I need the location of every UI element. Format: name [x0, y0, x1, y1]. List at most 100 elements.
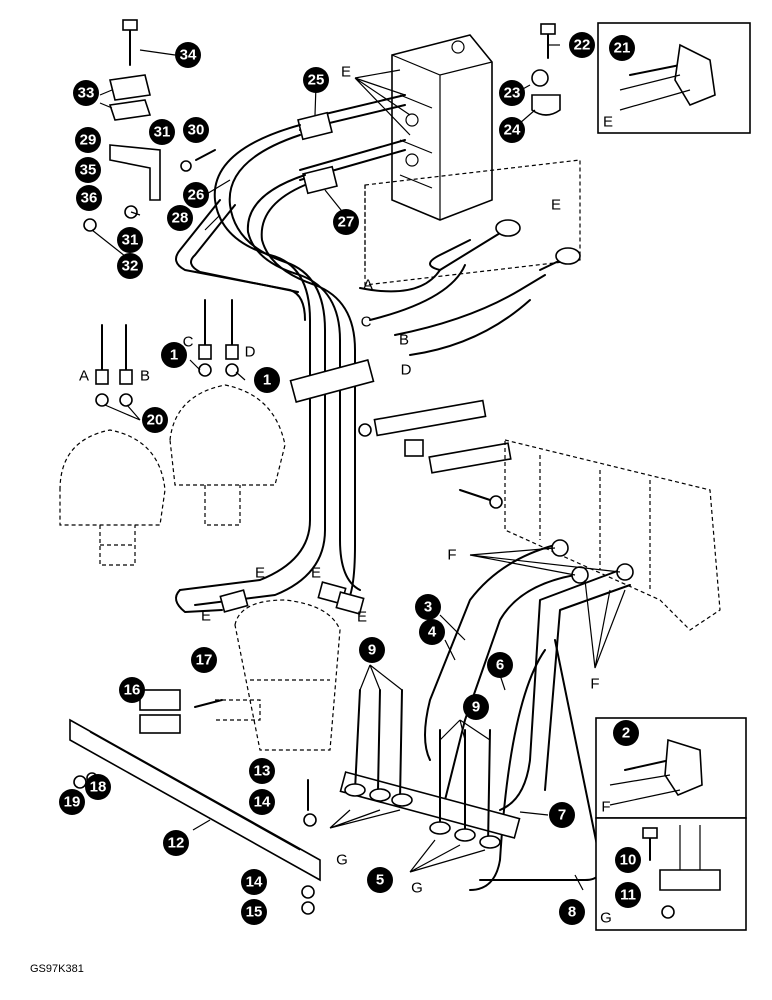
callout-14a: 14	[249, 789, 275, 815]
letter-g-2: G	[411, 880, 423, 897]
callout-28: 28	[167, 205, 193, 231]
svg-text:29: 29	[80, 132, 97, 149]
svg-text:20: 20	[147, 412, 164, 429]
svg-text:14: 14	[254, 794, 271, 811]
svg-text:7: 7	[558, 807, 566, 824]
callout-18: 18	[85, 774, 111, 800]
callout-4: 4	[419, 619, 445, 645]
callout-13: 13	[249, 758, 275, 784]
svg-text:12: 12	[168, 835, 185, 852]
pipe-clamp-27	[302, 165, 338, 195]
callout-16: 16	[119, 677, 145, 703]
callout-8: 8	[559, 899, 585, 925]
svg-text:27: 27	[338, 214, 355, 231]
callout-34: 34	[175, 42, 201, 68]
svg-text:5: 5	[376, 872, 384, 889]
svg-text:15: 15	[246, 904, 263, 921]
svg-text:30: 30	[188, 122, 205, 139]
letter-f-inset: F	[601, 799, 610, 816]
letter-d-1: D	[401, 362, 412, 379]
callout-20: 20	[142, 407, 168, 433]
callout-26: 26	[183, 182, 209, 208]
callout-11: 11	[615, 882, 641, 908]
svg-text:3: 3	[424, 599, 432, 616]
clamp-halves-middle	[358, 399, 512, 509]
callout-19: 19	[59, 789, 85, 815]
letter-a-2: A	[79, 368, 89, 385]
letter-g-1: G	[336, 852, 348, 869]
pipe-bundle-main	[175, 124, 361, 606]
svg-text:4: 4	[428, 624, 437, 641]
svg-text:1: 1	[170, 347, 178, 364]
svg-text:22: 22	[574, 37, 591, 54]
manifold-g	[339, 689, 521, 849]
leader-lines	[91, 44, 626, 891]
bundle-clamp	[289, 359, 375, 403]
svg-text:32: 32	[122, 258, 139, 275]
letter-g-inset: G	[600, 910, 612, 927]
svg-text:19: 19	[64, 794, 81, 811]
callout-17: 17	[191, 647, 217, 673]
letter-e-2: E	[551, 197, 561, 214]
svg-text:18: 18	[90, 779, 107, 796]
svg-text:13: 13	[254, 763, 271, 780]
letter-c-1: C	[361, 314, 372, 331]
callout-21: 21	[609, 35, 635, 61]
letter-a-1: A	[363, 277, 373, 294]
svg-text:24: 24	[504, 122, 521, 139]
svg-text:6: 6	[496, 657, 504, 674]
letter-e-1: E	[341, 64, 351, 81]
callout-30: 30	[183, 117, 209, 143]
letter-e-inset: E	[603, 114, 613, 131]
letter-f-2: F	[590, 676, 599, 693]
callout-23: 23	[499, 80, 525, 106]
callout-24: 24	[499, 117, 525, 143]
svg-text:11: 11	[620, 887, 636, 904]
callout-9b: 9	[463, 694, 489, 720]
callout-27: 27	[333, 209, 359, 235]
callout-14b: 14	[241, 869, 267, 895]
control-valve-block	[391, 34, 493, 221]
letter-e-6: E	[357, 609, 367, 626]
reference-code: GS97K381	[30, 963, 84, 975]
pipe-clamp-25	[297, 111, 333, 141]
letter-d-2: D	[245, 344, 256, 361]
orbital-motor	[215, 599, 341, 751]
letter-b-1: B	[399, 332, 409, 349]
svg-text:26: 26	[188, 187, 205, 204]
swivel-joint-right	[169, 384, 286, 526]
svg-text:34: 34	[180, 47, 197, 64]
svg-text:31: 31	[154, 124, 171, 141]
callout-35: 35	[75, 157, 101, 183]
svg-text:31: 31	[122, 232, 139, 249]
letter-e-5: E	[311, 565, 321, 582]
svg-text:8: 8	[568, 904, 576, 921]
callout-12: 12	[163, 830, 189, 856]
hose-stubs	[95, 299, 239, 407]
hose-fittings-right	[359, 219, 581, 356]
svg-text:1: 1	[263, 372, 271, 389]
svg-text:23: 23	[504, 85, 521, 102]
callout-6: 6	[487, 652, 513, 678]
callout-10: 10	[615, 847, 641, 873]
svg-text:10: 10	[620, 852, 637, 869]
letter-e-3: E	[255, 565, 265, 582]
callout-1b: 1	[254, 367, 280, 393]
callout-31b: 31	[117, 227, 143, 253]
svg-text:9: 9	[368, 642, 376, 659]
svg-text:2: 2	[622, 725, 630, 742]
valve-bank-right	[504, 439, 721, 631]
svg-text:36: 36	[81, 190, 98, 207]
callout-31: 31	[149, 119, 175, 145]
callout-5: 5	[367, 867, 393, 893]
inset-g	[595, 817, 747, 931]
callout-33: 33	[73, 80, 99, 106]
letter-c-2: C	[183, 334, 194, 351]
svg-text:21: 21	[614, 40, 631, 57]
callout-25: 25	[303, 67, 329, 93]
svg-text:16: 16	[124, 682, 141, 699]
swivel-joint-left	[59, 429, 166, 566]
letter-f-1: F	[447, 547, 456, 564]
mounting-bar-12	[69, 718, 321, 882]
